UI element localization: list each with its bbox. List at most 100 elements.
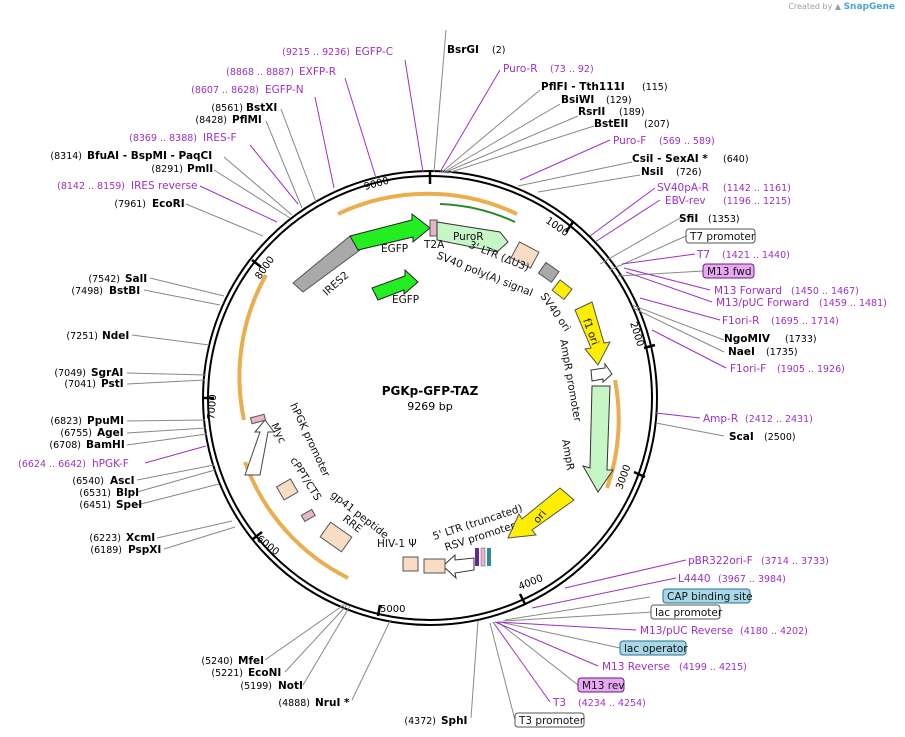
site-ngomiv: NgoMIV	[724, 333, 771, 345]
site-xcmi-pos: (6223)	[89, 533, 121, 544]
site-bsteii-pos: (207)	[644, 119, 670, 130]
primer-leader-f1orir	[639, 297, 721, 321]
site-sphi-pos: (4372)	[404, 716, 436, 727]
leader-asci	[136, 464, 215, 481]
box-lac-promoter-label: lac promoter	[655, 607, 723, 619]
primer-t7-pos: (1421 .. 1440)	[722, 250, 790, 261]
primer-puror: Puro-R	[503, 63, 538, 75]
site-sfii: SfiI	[679, 213, 698, 225]
right-sites[interactable]: BsrGI (2) PflFI - Tth111I (115) BsiWI (1…	[447, 44, 817, 443]
site-rsrii-pos: (189)	[619, 107, 645, 118]
site-bfuai: BfuAI - BspMI - PaqCI	[87, 150, 212, 162]
leader-naei	[632, 307, 725, 353]
puror-feature[interactable]	[436, 221, 509, 253]
rsv-promoter-feature[interactable]	[442, 553, 475, 580]
leader-t7-promoter	[609, 235, 687, 271]
site-ngomiv-pos: (1733)	[785, 334, 817, 345]
box-t7-promoter-label: T7 promoter	[689, 231, 756, 243]
ampr-promoter-feature[interactable]	[590, 362, 613, 384]
site-ndei-pos: (7251)	[66, 331, 98, 342]
leader-sali	[149, 277, 225, 297]
myc-feature[interactable]	[249, 413, 267, 425]
hiv-psi-feature[interactable]	[402, 556, 419, 572]
primer-leader-pbr322	[564, 559, 687, 589]
primer-l4440-pos: (3967 .. 3984)	[718, 574, 786, 585]
tick-4000	[518, 593, 527, 605]
orf-arc-top	[337, 191, 518, 216]
rre-feature[interactable]	[319, 521, 353, 553]
box-m13fwd-label: M13 fwd	[707, 266, 752, 278]
credit-brand: SnapGene	[843, 2, 895, 12]
egfp-feature[interactable]	[349, 212, 431, 251]
site-xcmi: XcmI	[126, 532, 155, 544]
site-ecori-pos: (7961)	[114, 199, 146, 210]
primer-m13fwd-pos: (1450 .. 1467)	[791, 286, 859, 297]
tick-label-7000: 7000	[206, 394, 219, 420]
feature-label-myc: Myc	[268, 421, 288, 445]
leader-mfei	[264, 603, 346, 661]
orf-arc-green	[439, 203, 516, 223]
site-agei-pos: (6755)	[60, 428, 92, 439]
site-sali: SalI	[125, 273, 147, 285]
leader-m13rev	[497, 621, 579, 686]
leader-csii	[517, 161, 633, 187]
tick-1000	[564, 221, 575, 233]
leader-bsiwi	[443, 103, 561, 173]
sv40pa-feature[interactable]	[537, 261, 560, 284]
primer-leader-egfpc	[404, 59, 424, 173]
primer-t3: T3	[552, 697, 566, 709]
leader-ngomiv	[631, 304, 725, 341]
site-bsteii: BstEII	[594, 118, 628, 130]
leader-bamhi	[126, 433, 208, 446]
ltr3-feature[interactable]	[510, 241, 540, 269]
feature-label-ampr: AmpR	[559, 438, 576, 471]
box-lac-promoter: lac promoter	[650, 604, 723, 620]
primer-egfpn: EGFP-N	[265, 84, 304, 96]
leader-ppumi	[126, 419, 206, 422]
leader-lac-promoter	[502, 611, 654, 622]
primer-iresf: IRES-F	[203, 132, 237, 144]
ori-feature[interactable]	[507, 487, 575, 539]
t2a-feature[interactable]	[429, 219, 438, 237]
f1ori-feature[interactable]	[574, 301, 611, 366]
site-bstbi-pos: (7498)	[71, 286, 103, 297]
gp41-feature[interactable]	[300, 508, 316, 523]
leader-spei	[136, 483, 220, 506]
site-pspxi-pos: (6189)	[90, 545, 122, 556]
cppt-feature[interactable]	[275, 478, 299, 501]
primer-leader-purof	[519, 139, 611, 181]
site-bamhi-pos: (6708)	[49, 440, 81, 451]
left-sites[interactable]: (8561) BstXI (8428) PflMI (8314) BfuAI -…	[49, 102, 467, 727]
ampr-feature[interactable]	[581, 385, 614, 493]
primer-puror-pos: (73 .. 92)	[550, 64, 594, 75]
leader-bsteii	[447, 125, 595, 174]
primer-labels-right[interactable]: Puro-R (73 .. 92) Puro-F (569 .. 589) SV…	[503, 63, 887, 709]
orf-arc-left-lower	[243, 461, 349, 580]
egfp-feature-2[interactable]	[371, 268, 419, 301]
hpgk-promoter-feature[interactable]	[244, 419, 275, 476]
site-bsiwi: BsiWI	[561, 94, 594, 106]
site-nrui: NruI *	[315, 697, 350, 709]
site-scai: ScaI	[729, 431, 754, 443]
primer-egfpc-pos: (9215 .. 9236)	[282, 47, 350, 58]
tick-8000	[251, 259, 262, 268]
sv40ori-feature[interactable]	[551, 279, 573, 301]
feature-shapes[interactable]	[244, 212, 614, 580]
primer-labels-left[interactable]: (9215 .. 9236) EGFP-C (8868 .. 8887) EXF…	[18, 46, 393, 470]
tick-5000	[376, 604, 382, 617]
ltr5-feature[interactable]	[423, 558, 446, 574]
box-lac-operator: lac operator	[619, 640, 688, 656]
leader-bsrgi	[433, 29, 447, 173]
primer-leader-t7	[621, 253, 696, 265]
site-nsii-pos: (726)	[676, 167, 702, 178]
site-ppumi-pos: (6823)	[50, 416, 82, 427]
site-nsii: NsiI	[641, 166, 664, 178]
leader-bstxi	[280, 108, 317, 203]
site-pmli: PmlI	[187, 163, 213, 175]
box-cap: CAP binding site	[662, 588, 753, 604]
primer-m13pucrev: M13/pUC Reverse	[640, 625, 733, 637]
site-sgrai: SgrAI	[91, 367, 123, 379]
boxed-feature-labels[interactable]: T7 promoter M13 fwd CAP binding site lac…	[514, 228, 756, 728]
site-ecori: EcoRI	[152, 198, 185, 210]
